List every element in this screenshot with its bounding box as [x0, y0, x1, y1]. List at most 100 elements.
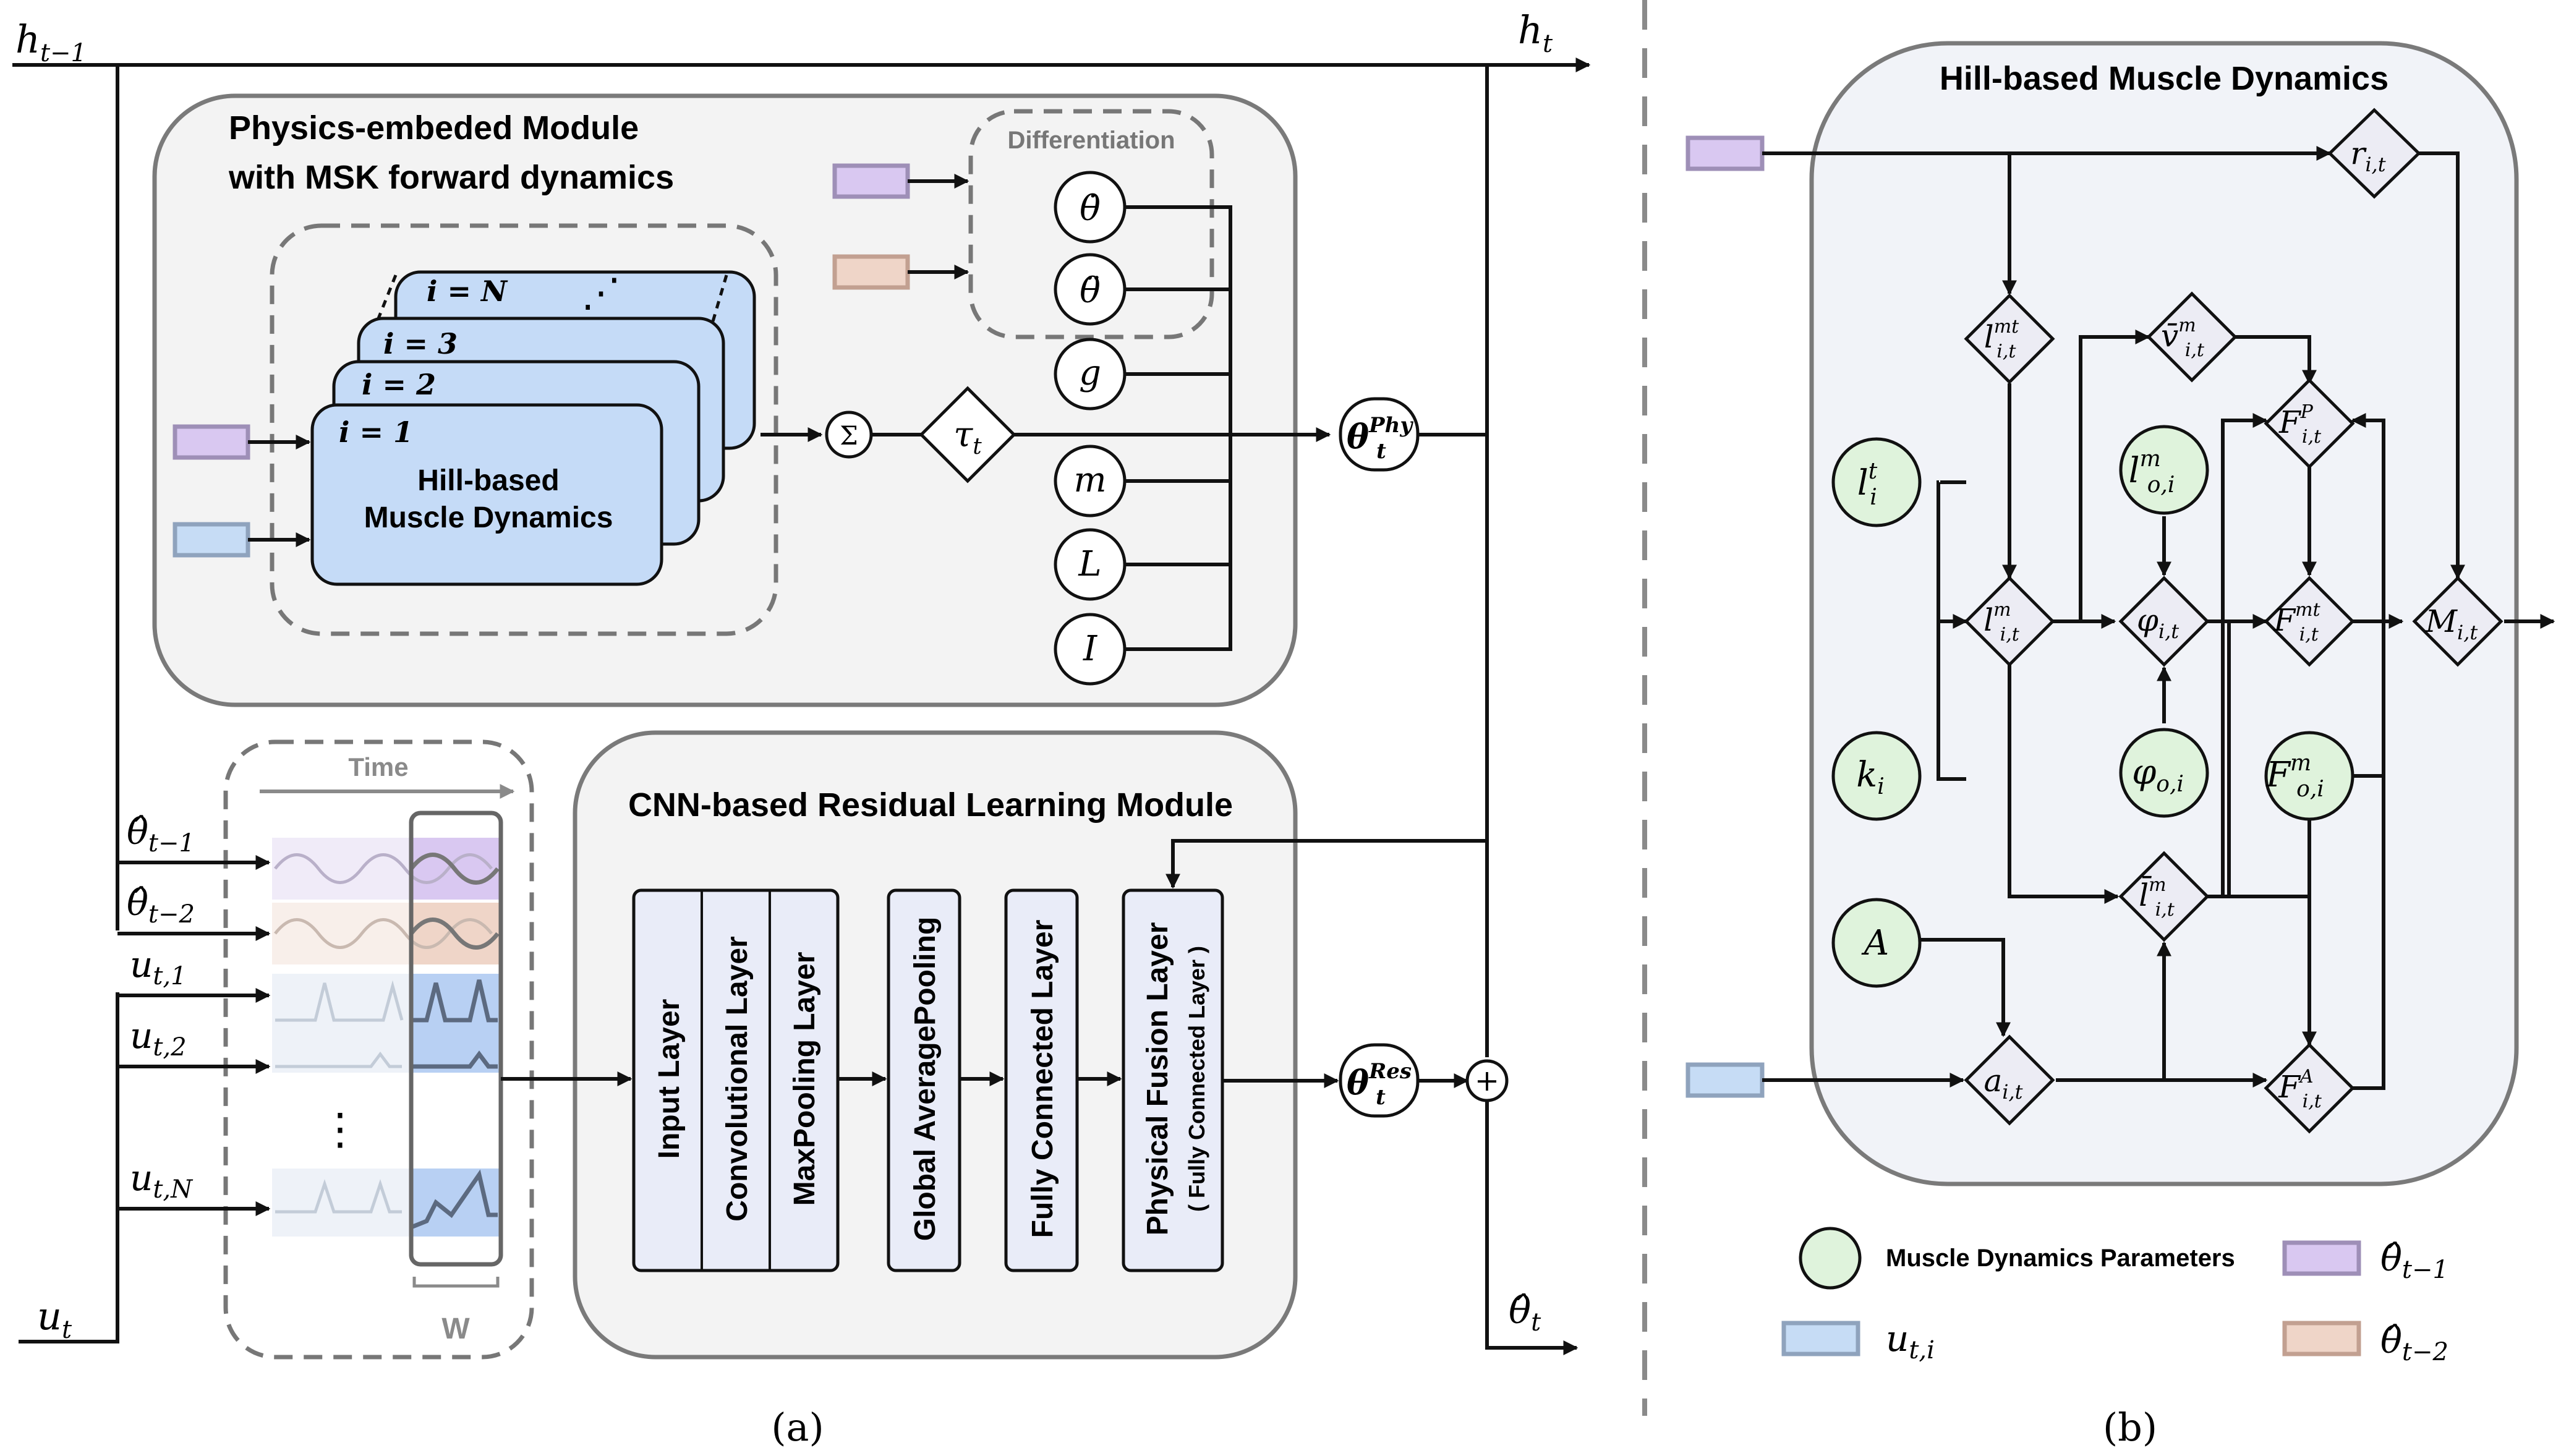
svg-text:Mi,t: Mi,t	[2425, 603, 2478, 644]
legend-theta2-label: θ̂t−2	[2380, 1319, 2448, 1366]
time-window-frame	[223, 739, 534, 1360]
card-label-1: i = 1	[339, 415, 413, 449]
svg-text:g: g	[1079, 353, 1101, 393]
param-max-isometric-force	[2264, 731, 2354, 821]
differentiation-label: Differentiation	[1007, 127, 1175, 154]
svg-text:Fmo,i: Fmo,i	[2265, 751, 2324, 802]
input-u-swatch	[1685, 1062, 1765, 1098]
svg-text:lti: lti	[1857, 459, 1878, 510]
svg-text:v̄mi,t: v̄mi,t	[2161, 315, 2205, 361]
window-inputs: θ̂t−1 θ̂t−2 ut,1 ut,2 ut,N	[117, 811, 271, 1216]
input-label-un: ut,N	[130, 1157, 194, 1204]
layer-maxpool: MaxPooling Layer	[788, 952, 821, 1206]
state-mtu-force	[2264, 576, 2355, 667]
layer-conv: Convolutional Layer	[721, 936, 754, 1221]
svg-text:φi,t: φi,t	[2137, 602, 2179, 643]
theta-hat-output-label: θ̂t	[1509, 1289, 1541, 1337]
svg-text:L: L	[1078, 544, 1101, 584]
legend-theta2-swatch	[2282, 1321, 2361, 1356]
svg-text:A: A	[1861, 923, 1889, 963]
input-label-theta-prev2: θ̂t−2	[127, 882, 195, 929]
card-label-3: i = 3	[383, 327, 458, 360]
svg-text:m: m	[1073, 460, 1106, 500]
input-label-u1: ut,1	[130, 943, 187, 990]
muscle-stack-frame	[270, 223, 778, 636]
state-fiber-length	[1964, 576, 2055, 667]
plus-symbol: +	[1475, 1063, 1499, 1098]
caption-a: (a)	[771, 1405, 824, 1450]
tau-node	[919, 386, 1016, 483]
state-moment	[2412, 576, 2503, 667]
layer-gap: Global AveragePooling	[909, 917, 942, 1241]
time-label: Time	[348, 752, 408, 781]
svg-text:ri,t: ri,t	[2350, 135, 2385, 176]
layer-fusion-sub: ( Fully Connected Layer )	[1184, 946, 1209, 1212]
card-label-n: i = N	[427, 275, 508, 308]
differentiation-frame	[968, 109, 1214, 339]
state-moment-arm	[2327, 108, 2421, 199]
layer-input: Input Layer	[653, 999, 686, 1159]
w-label: W	[441, 1313, 470, 1345]
channel-dots: ⋮	[318, 1104, 362, 1154]
caption-b: (b)	[2103, 1405, 2157, 1450]
legend-theta1-label: θ̂t−1	[2380, 1237, 2448, 1284]
svg-text:lmi,t: lmi,t	[1984, 599, 2020, 645]
signal-bands: ⋮ W	[272, 811, 503, 1345]
u-t-label: ut	[37, 1293, 72, 1344]
card-title-2: Muscle Dynamics	[364, 501, 613, 534]
param-optimal-fiber-length	[2119, 425, 2209, 515]
input-label-u2: ut,2	[130, 1015, 187, 1062]
window-w-box	[409, 811, 503, 1267]
state-passive-force	[2264, 378, 2355, 469]
physics-module-title-2: with MSK forward dynamics	[228, 159, 674, 196]
state-mtu-length	[1964, 293, 2055, 385]
h-next-label: ht	[1518, 7, 1553, 58]
card-label-2: i = 2	[362, 368, 436, 401]
tau-label: τt	[953, 415, 982, 459]
legend-theta1-swatch	[2282, 1240, 2361, 1276]
muscle-card-1	[310, 403, 663, 586]
physics-module-title-1: Physics-embeded Module	[229, 109, 639, 147]
input-theta-swatch	[1685, 135, 1765, 171]
svg-text:θ̈: θ̈	[1080, 271, 1101, 311]
card-title-1: Hill-based	[417, 464, 559, 497]
muscle-card-stack: i = N ⋰ i = 3 i = 2 i = 1 Hill-based Mus…	[310, 270, 756, 586]
svg-text:l̄mi,t: l̄mi,t	[2139, 874, 2175, 921]
param-a-constant	[1831, 898, 1922, 988]
legend-param-swatch	[1799, 1227, 1862, 1290]
state-pennation-angle	[2118, 576, 2210, 667]
h-prev-label: ht−1	[15, 17, 87, 67]
param-tendon-slack-length	[1831, 437, 1922, 527]
cnn-layers: Input Layer Convolutional Layer MaxPooli…	[632, 888, 1224, 1272]
hill-model-title: Hill-based Muscle Dynamics	[1940, 60, 2388, 97]
panel-a: ht−1 ht ut Physics-embeded Module with M…	[12, 7, 1591, 1450]
legend-u-label: ut,i	[1886, 1318, 1935, 1364]
dynamics-inputs: θ̇ θ̈ g m L I	[1054, 171, 1232, 686]
svg-text:I: I	[1083, 629, 1098, 669]
param-optimal-pennation	[2119, 728, 2209, 818]
stack-dots: ⋰	[581, 270, 621, 316]
state-active-force	[2264, 1042, 2355, 1134]
svg-text:ki: ki	[1856, 755, 1884, 799]
legend-u-swatch	[1781, 1321, 1860, 1356]
state-fiber-velocity	[2146, 291, 2238, 383]
stack-input-u	[173, 522, 250, 558]
param-k	[1831, 731, 1922, 821]
diff-input-theta-prev2	[832, 254, 910, 290]
input-label-theta-prev: θ̂t−1	[127, 811, 195, 858]
legend-params-label: Muscle Dynamics Parameters	[1886, 1245, 2235, 1272]
svg-text:FAi,t: FAi,t	[2278, 1066, 2322, 1112]
svg-text:FPi,t: FPi,t	[2278, 401, 2322, 448]
svg-text:φo,i: φo,i	[2132, 752, 2184, 797]
legend: Muscle Dynamics Parameters θ̂t−1 ut,i θ̂…	[1781, 1227, 2448, 1366]
svg-text:lmo,i: lmo,i	[2129, 446, 2175, 498]
svg-text:ai,t: ai,t	[1984, 1063, 2022, 1104]
state-activation	[1964, 1034, 2055, 1126]
